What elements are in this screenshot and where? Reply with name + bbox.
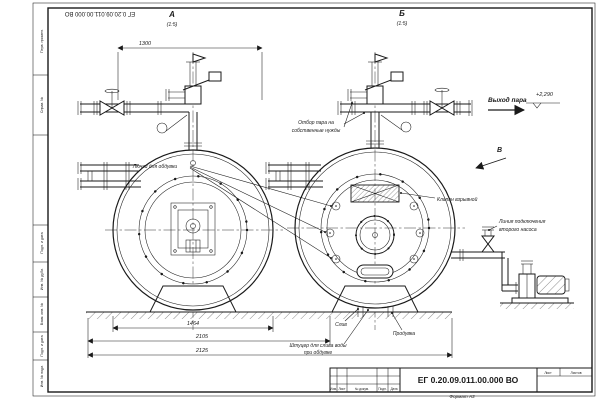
- view-b-scale: (1:5): [397, 21, 408, 27]
- elevation-mark: [532, 102, 542, 109]
- tb-col-list: Лист: [339, 387, 346, 391]
- title-block: Изм. Лист № докум. Подп. Дата Лист Листо…: [329, 367, 593, 393]
- tb-col-izm: Изм.: [330, 387, 337, 391]
- tb-col-sign: Подп.: [378, 387, 387, 391]
- pressure-gauge-b: [380, 114, 412, 133]
- safety-valve-a: [165, 53, 222, 105]
- burner-assembly: [170, 202, 216, 256]
- door-bolt-circle-b: [319, 172, 431, 284]
- steam-exit-label: Выход пара: [488, 96, 527, 104]
- view-a-label: А: [168, 10, 175, 19]
- view-v-arrow: [475, 157, 507, 170]
- dimensions: 1300 1464 2105 2125: [87, 41, 453, 358]
- drain-label: Слив: [335, 322, 347, 328]
- blow-hatches: [325, 201, 425, 264]
- steam-riser-a: [184, 112, 202, 150]
- top-designation-stamp: ЕГ 0.20.09.011.00.000 ВО: [65, 10, 136, 16]
- view-v-label: В: [497, 147, 502, 154]
- pump-line: [451, 226, 520, 294]
- gauge-pipes-b: [265, 162, 323, 190]
- view-labels: А (1:5) Б (1:5): [167, 9, 408, 28]
- frame-col-label: Перв. примен.: [40, 29, 44, 53]
- format-note: Формат А3: [449, 394, 475, 399]
- pump-motor: [536, 275, 566, 295]
- blow-hatches-label: Лючки для обдувки: [132, 164, 178, 170]
- steam-valve: [429, 100, 443, 116]
- steam-valve-handwheel: [434, 87, 450, 93]
- feed-pipe-upper-a: [77, 88, 189, 116]
- pressure-gauge-a: [156, 114, 188, 134]
- vent-flag-b: [374, 53, 389, 63]
- feed-pump: [511, 260, 570, 304]
- explosion-valve-label: Клапан взрывной: [437, 196, 478, 203]
- frame-col-label: Инв. № подл.: [40, 365, 44, 387]
- vent-flag-a: [192, 53, 207, 63]
- frame-col-label: Подп. и дата: [40, 335, 44, 356]
- tb-sheet-label: Лист: [544, 371, 552, 375]
- gate-valve-a: [99, 100, 113, 116]
- frame-col-label: Инв. № дубл.: [40, 268, 44, 290]
- drain-fitting-label-1: Штуцер для слива воды: [289, 343, 346, 349]
- dim-overall: 2125: [195, 348, 209, 354]
- own-needs-label-2: собственные нужды: [292, 128, 341, 134]
- explosion-valve: [350, 184, 400, 203]
- handhole: [356, 264, 394, 279]
- frame-col-label: Справ. №: [40, 97, 44, 113]
- second-pump-label-2: второго насоса: [499, 227, 537, 233]
- riser-valve: [481, 235, 495, 245]
- tb-col-date: Дата: [390, 387, 397, 391]
- door-bolt-circle-a: [137, 174, 249, 286]
- tb-col-doc: № докум.: [355, 387, 369, 391]
- manhole: [355, 215, 395, 255]
- annotations: Выход пара +2,290 В Отбор пара на собств…: [132, 92, 560, 356]
- second-pump-label-1: Линия подключения: [498, 219, 546, 225]
- tb-designation: ЕГ 0.20.09.011.00.000 ВО: [418, 375, 519, 385]
- dim-top: 1300: [139, 41, 152, 47]
- valve-handwheel-a: [104, 88, 120, 94]
- tb-sheets-label: Листов: [570, 371, 581, 375]
- view-a-scale: (1:5): [167, 22, 178, 28]
- frame-col-label: Подп. и дата: [40, 232, 44, 253]
- elevation-label: +2,290: [536, 92, 554, 98]
- top-plug-a: [190, 160, 196, 166]
- steam-riser-b: [366, 112, 384, 148]
- dim-mid: 2105: [195, 334, 209, 340]
- gauge-pipes-a: [77, 162, 141, 190]
- boiler-saddle-a: [149, 285, 237, 313]
- dim-width: 1464: [187, 321, 199, 327]
- boiler-shell-a: [112, 149, 274, 311]
- own-needs-label-1: Отбор пара на: [298, 120, 334, 126]
- frame-col-label: Взам. инв. №: [40, 303, 44, 325]
- steam-outlet-pipe: [337, 87, 473, 116]
- boiler-view-a: [112, 53, 274, 311]
- boiler-shell-b: [294, 147, 456, 309]
- blowdown-label: Продувка: [393, 331, 415, 337]
- sheet-frame: Перв. примен. Справ. № Подп. и дата Инв.…: [32, 2, 596, 397]
- view-b-label: Б: [399, 9, 405, 18]
